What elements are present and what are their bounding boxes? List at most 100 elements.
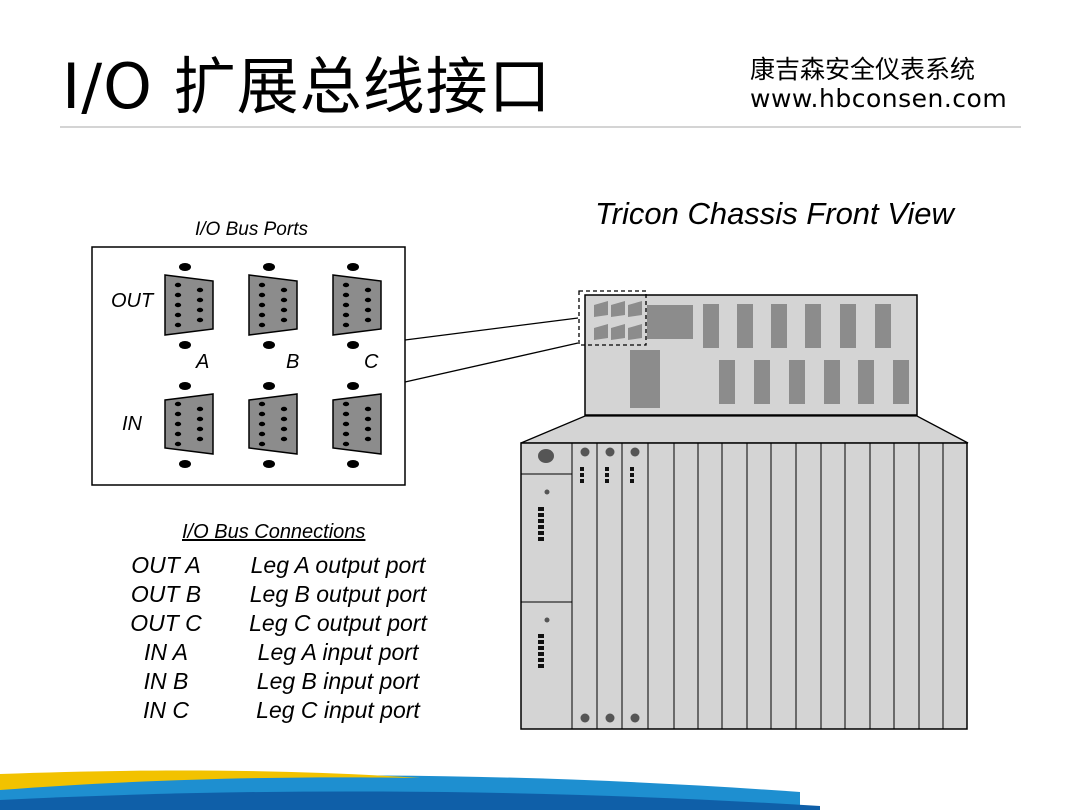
- db9-connector: [332, 263, 382, 349]
- mounting-screw: [347, 460, 359, 468]
- indicator-bar: [605, 473, 609, 477]
- pin: [174, 411, 182, 417]
- pin: [364, 297, 372, 303]
- pin: [258, 431, 266, 437]
- mounting-screw: [347, 382, 359, 390]
- pin: [174, 431, 182, 437]
- port-name: OUT B: [130, 581, 202, 607]
- indicator-bar: [538, 513, 544, 517]
- leg-b-label: B: [286, 351, 299, 373]
- indicator-bar: [538, 658, 544, 662]
- indicator-bar: [538, 652, 544, 656]
- module-latch: [605, 713, 615, 723]
- terminal-block: [824, 360, 840, 404]
- pin: [258, 282, 266, 288]
- mounting-screw: [263, 382, 275, 390]
- pin: [174, 312, 182, 318]
- module-latch: [630, 713, 640, 723]
- mini-port: [594, 324, 608, 340]
- db9-connectors: [164, 263, 382, 468]
- mounting-screw: [263, 460, 275, 468]
- pin: [364, 317, 372, 323]
- pin: [258, 302, 266, 308]
- pin: [364, 307, 372, 313]
- port-name: OUT C: [130, 610, 202, 636]
- pin: [196, 287, 204, 293]
- module-block: [647, 305, 693, 339]
- pin: [280, 406, 288, 412]
- module-block: [630, 350, 660, 408]
- terminal-block: [858, 360, 874, 404]
- pin: [342, 431, 350, 437]
- pin: [174, 322, 182, 328]
- indicator-bar: [538, 537, 544, 541]
- pin: [280, 416, 288, 422]
- pin: [342, 411, 350, 417]
- port-description: Leg B input port: [256, 668, 420, 694]
- power-switch: [538, 449, 554, 463]
- pin: [174, 302, 182, 308]
- pin: [342, 292, 350, 298]
- slide-title: I/O 扩展总线接口: [62, 50, 552, 123]
- pin: [258, 292, 266, 298]
- pin: [280, 297, 288, 303]
- indicator-bar: [580, 473, 584, 477]
- db9-connector: [332, 382, 382, 468]
- pin: [174, 421, 182, 427]
- callout-line-top: [404, 317, 579, 341]
- indicator-bar: [630, 473, 634, 477]
- pin: [342, 401, 350, 407]
- pin: [258, 312, 266, 318]
- mounting-screw: [347, 263, 359, 271]
- terminal-block: [703, 304, 719, 348]
- indicator-bar: [580, 467, 584, 471]
- port-description: Leg A output port: [250, 552, 426, 578]
- in-row-label: IN: [122, 413, 143, 435]
- mounting-screw: [179, 460, 191, 468]
- terminal-block: [719, 360, 735, 404]
- pin: [280, 287, 288, 293]
- terminal-block: [754, 360, 770, 404]
- header-divider: [60, 126, 1021, 128]
- footer-swoosh-dark: [0, 791, 820, 810]
- pin: [174, 292, 182, 298]
- mounting-screw: [263, 263, 275, 271]
- indicator-bar: [538, 507, 544, 511]
- pin: [174, 401, 182, 407]
- terminal-block: [789, 360, 805, 404]
- pin: [280, 436, 288, 442]
- chassis-slots: [521, 443, 944, 729]
- pin: [174, 441, 182, 447]
- mounting-screw: [347, 341, 359, 349]
- leg-a-label: A: [195, 351, 209, 373]
- pin: [258, 441, 266, 447]
- indicator-bar: [630, 467, 634, 471]
- pin: [280, 317, 288, 323]
- pin: [280, 426, 288, 432]
- module-latch: [605, 447, 615, 457]
- pin: [342, 282, 350, 288]
- company-website: www.hbconsen.com: [750, 84, 1008, 113]
- mini-port: [611, 324, 625, 340]
- mounting-screw: [179, 263, 191, 271]
- pin: [342, 322, 350, 328]
- port-name: IN C: [143, 697, 189, 723]
- mini-port: [594, 301, 608, 317]
- module-latch: [630, 447, 640, 457]
- pin: [342, 441, 350, 447]
- mounting-screw: [179, 341, 191, 349]
- terminal-block: [737, 304, 753, 348]
- pin: [342, 302, 350, 308]
- top-module-details: [594, 301, 909, 408]
- io-bus-ports-highlight: [578, 290, 647, 346]
- pin: [196, 426, 204, 432]
- io-bus-connections-caption: I/O Bus Connections: [182, 521, 366, 543]
- company-name: 康吉森安全仪表系统: [750, 55, 976, 84]
- indicator-bar: [538, 531, 544, 535]
- module-latch: [580, 447, 590, 457]
- indicator-bar: [538, 640, 544, 644]
